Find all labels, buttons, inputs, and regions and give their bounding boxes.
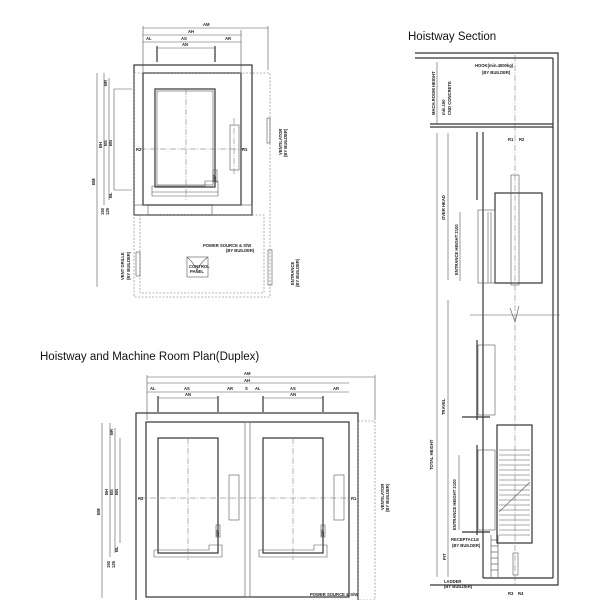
dim-as-1: AS	[184, 386, 190, 391]
cop-label-duplex-2: COP	[321, 529, 325, 537]
vent-grille-label-2: (BY BUILDER)	[126, 251, 131, 280]
dim-al: AL	[146, 36, 152, 41]
dim-ar-1: AR	[227, 386, 233, 391]
rail-r2-section: R2	[519, 137, 525, 142]
dim-125-duplex: 125	[111, 560, 116, 568]
dim-bh-duplex: BH	[104, 489, 109, 495]
dim-an-1: AN	[185, 392, 191, 397]
dim-bm: BM	[91, 178, 96, 185]
cop-label: COP	[213, 174, 217, 182]
dim-bn-duplex: BN	[114, 489, 119, 495]
dim-ah-duplex: AH	[244, 378, 250, 383]
receptacle-label: RECEPTACLE	[451, 537, 479, 542]
travel-label: TRAVEL	[441, 398, 446, 415]
dim-an: AN	[182, 42, 188, 47]
entrance-height-label-upper: ENTRANCE HEIGHT 2100	[454, 224, 459, 275]
dim-125: 125	[105, 207, 110, 215]
hoistway-section: Hoistway Section HOOK(min.4000kg) (BY BU…	[408, 31, 560, 596]
rail-r1-duplex: R1	[351, 496, 357, 501]
entrance-label: ENTRANCE	[290, 262, 295, 285]
dim-s: S	[245, 386, 248, 391]
cop-label-duplex-1: COP	[216, 529, 220, 537]
ventilator-label-duplex-2: (BY BUILDER)	[385, 483, 390, 512]
dim-as: AS	[181, 36, 187, 41]
power-source-label: POWER SOURCE & S/W	[203, 243, 251, 248]
total-height-label: TOTAL HEIGHT	[429, 439, 434, 470]
power-source-label-duplex: POWER SOURCE & S/W	[310, 592, 358, 597]
power-source-label-2: (BY BUILDER)	[226, 248, 255, 253]
ventilator-label: VENTILATOR	[278, 129, 283, 155]
rail-r4: R4	[518, 591, 524, 596]
control-panel-label-2: PANEL	[190, 269, 204, 274]
dim-bs: BS	[103, 140, 108, 146]
rail-r2: R2	[136, 147, 142, 152]
dim-al-1: AL	[150, 386, 156, 391]
dim-bs-duplex: BS	[109, 489, 114, 495]
dim-bh: BH	[98, 142, 103, 148]
section-title: Hoistway Section	[408, 31, 496, 43]
dim-an-2: AN	[290, 392, 296, 397]
dim-bn: BN	[108, 140, 113, 146]
dim-bl-duplex: BL	[114, 546, 119, 552]
dim-as-2: AS	[290, 386, 296, 391]
hoistway-plan-duplex: Hoistway and Machine Room Plan(Duplex) A…	[40, 351, 390, 600]
ladder-label-2: (BY BUILDER)	[444, 584, 473, 589]
rail-r1-section: R1	[508, 137, 514, 142]
ventilator-label-2: (BY BUILDER)	[283, 128, 288, 157]
rail-r2-duplex: R2	[138, 496, 144, 501]
machine-room-height-label: MACH.ROOM HEIGHT	[431, 71, 436, 115]
ventilator-label-duplex: VENTILATOR	[380, 484, 385, 510]
hook-label-2: (BY BUILDER)	[482, 70, 511, 75]
hoistway-plan-simplex: AM AH AL AS AR AN R2 R1 COP BM BH B	[91, 22, 300, 298]
dim-am-duplex: AM	[244, 371, 251, 376]
dim-bm-duplex: BM	[96, 508, 101, 515]
dim-br-duplex: BR	[109, 429, 114, 435]
dim-al-2: AL	[255, 386, 261, 391]
duplex-title: Hoistway and Machine Room Plan(Duplex)	[40, 351, 259, 363]
dim-am: AM	[203, 22, 210, 27]
dim-150-duplex: 150	[106, 560, 111, 568]
entrance-height-label-lower: ENTRANCE HEIGHT 2100	[452, 479, 457, 530]
ladder-label: LADDER	[444, 579, 461, 584]
concrete-label: CND CONCRETE	[447, 81, 452, 115]
hook-label: HOOK(min.4000kg)	[475, 63, 514, 68]
rail-r3: R3	[508, 591, 514, 596]
vent-grille-label: VENT GRILLE	[120, 252, 125, 280]
dim-ar: AR	[225, 36, 231, 41]
dim-bl: BL	[108, 192, 113, 198]
dim-150: 150	[100, 207, 105, 215]
overhead-label: OVER HEAD	[441, 195, 446, 220]
dim-ar-2: AR	[333, 386, 339, 391]
rail-r1: R1	[242, 147, 248, 152]
dim-ah: AH	[188, 29, 194, 34]
min150-label: min.150	[441, 99, 446, 115]
pit-label: PIT	[442, 553, 447, 560]
control-panel-label: CONTROL	[189, 264, 210, 269]
dim-br: BR	[103, 80, 108, 86]
receptacle-label-2: (BY BUILDER)	[452, 543, 481, 548]
entrance-label-2: (BY BUILDER)	[295, 258, 300, 287]
